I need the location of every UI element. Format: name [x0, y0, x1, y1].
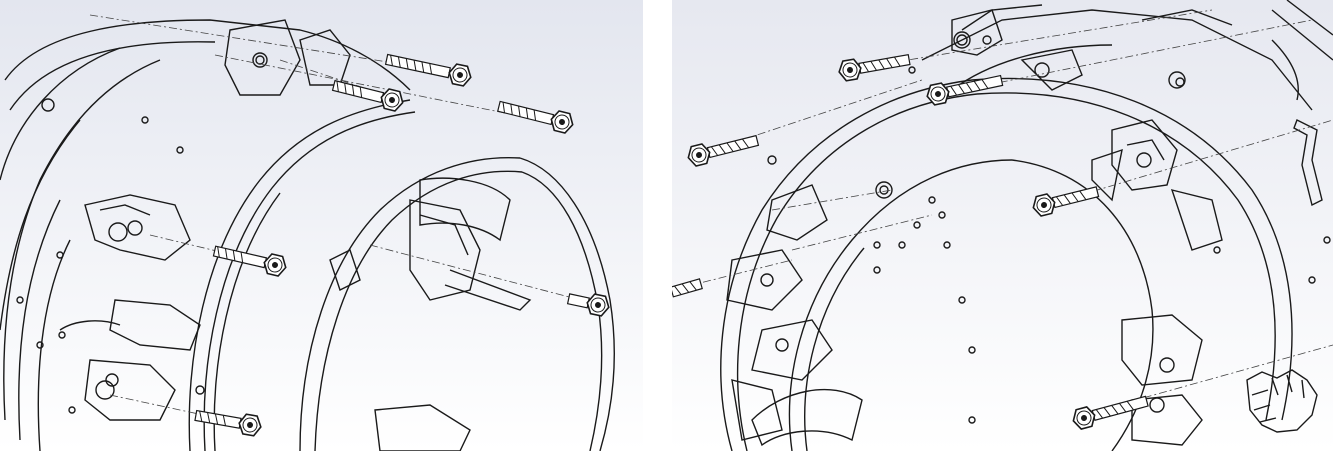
left-exploded-view	[0, 0, 643, 451]
hex-bolt-icon	[212, 245, 289, 279]
right-exploded-view	[672, 0, 1333, 451]
hex-bolt-icon	[1030, 186, 1100, 219]
view-background	[672, 0, 1333, 451]
hex-bolt-icon	[384, 53, 474, 88]
spline-shaft-icon	[1246, 369, 1318, 433]
bellhousing-icon	[720, 0, 1333, 451]
right-view-drawing	[672, 0, 1333, 451]
bellhousing-icon	[0, 19, 615, 451]
bolt-group	[672, 53, 1149, 432]
panel-divider	[643, 0, 672, 451]
hex-bolt-icon	[194, 409, 264, 438]
hex-bolt-icon	[685, 134, 760, 169]
hex-bolt-icon	[672, 278, 703, 298]
bolt-group	[194, 53, 612, 438]
hex-bolt-icon	[1069, 395, 1149, 432]
hex-bolt-icon	[566, 292, 612, 318]
left-view-drawing	[0, 0, 643, 451]
hex-bolt-icon	[331, 79, 406, 114]
hex-bolt-icon	[496, 100, 576, 136]
hex-bolt-icon	[836, 53, 911, 83]
hex-bolt-icon	[924, 74, 1004, 107]
